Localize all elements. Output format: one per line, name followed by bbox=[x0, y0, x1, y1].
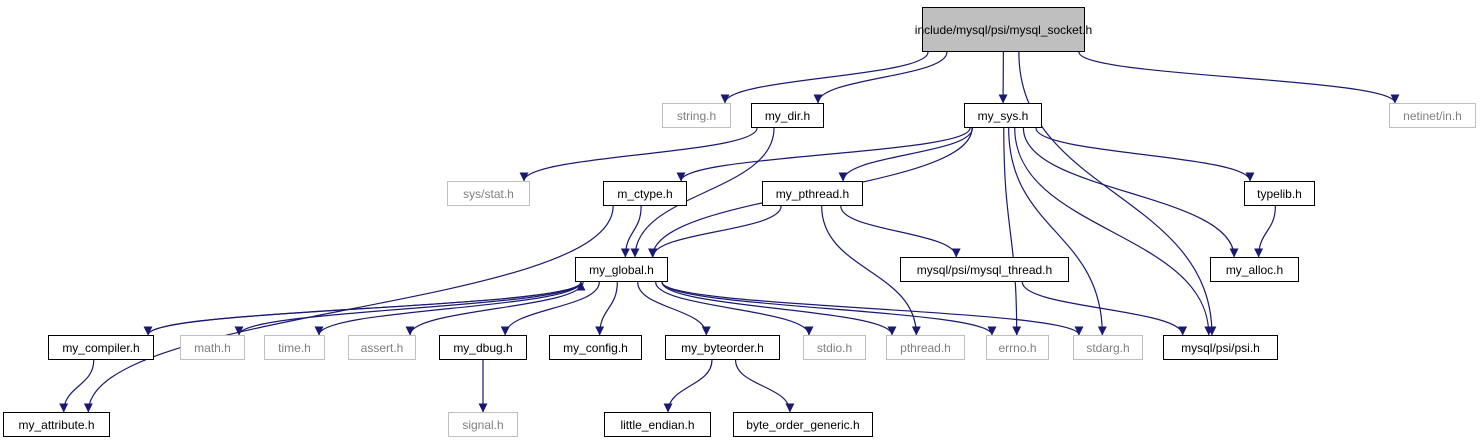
node-label: my_alloc.h bbox=[1225, 262, 1284, 277]
node-label: my_byteorder.h bbox=[681, 340, 764, 355]
edge-my-global-h-to-stdio-h bbox=[655, 281, 814, 336]
node-label: errno.h bbox=[998, 340, 1037, 355]
node-my-dir-h[interactable]: my_dir.h bbox=[751, 103, 824, 128]
node-label: math.h bbox=[194, 340, 231, 355]
edge-my-sys-h-to-my-alloc-h bbox=[1022, 127, 1239, 258]
node-label: my_pthread.h bbox=[775, 186, 850, 201]
edge-mysql-socket-h-to-string-h bbox=[720, 51, 929, 104]
node-my-global-h[interactable]: my_global.h bbox=[575, 257, 668, 282]
node-label: my_sys.h bbox=[977, 108, 1029, 123]
edge-my-global-h-to-my-dbug-h bbox=[500, 281, 600, 336]
node-mysql-socket-h[interactable]: include/mysql/psi/mysql_socket.h bbox=[915, 7, 1092, 52]
edge-my-sys-h-to-stdarg-h bbox=[1008, 127, 1107, 336]
node-sys-stat-h: sys/stat.h bbox=[447, 181, 530, 206]
edge-my-global-h-to-my-byteorder-h bbox=[637, 281, 711, 336]
edge-my-global-h-to-math-h bbox=[234, 281, 582, 336]
edge-my-sys-h-to-psi-h bbox=[1014, 127, 1214, 336]
node-label: my_attribute.h bbox=[18, 417, 95, 432]
node-signal-h: signal.h bbox=[448, 412, 518, 437]
node-mysql-thread-h[interactable]: mysql/psi/mysql_thread.h bbox=[900, 257, 1069, 282]
node-label: my_dbug.h bbox=[453, 340, 513, 355]
edge-my-dir-h-to-sys-stat-h bbox=[519, 127, 758, 182]
node-label: assert.h bbox=[360, 340, 404, 355]
node-my-byteorder-h[interactable]: my_byteorder.h bbox=[665, 335, 780, 360]
edge-my-byteorder-h-to-little-endian-h bbox=[663, 359, 713, 413]
node-byte-order-generic-h[interactable]: byte_order_generic.h bbox=[733, 412, 873, 437]
node-label: stdio.h bbox=[816, 340, 853, 355]
node-label: mysql/psi/psi.h bbox=[1181, 340, 1260, 355]
edge-my-byteorder-h-to-byte-order-generic-h bbox=[734, 359, 795, 413]
edge-mysql-socket-h-to-psi-h bbox=[1018, 51, 1217, 336]
node-stdio-h: stdio.h bbox=[803, 335, 866, 360]
node-errno-h: errno.h bbox=[986, 335, 1049, 360]
node-label: my_global.h bbox=[589, 262, 654, 277]
node-label: signal.h bbox=[462, 417, 504, 432]
node-label: netinet/in.h bbox=[1403, 108, 1462, 123]
node-pthread-h: pthread.h bbox=[886, 335, 965, 360]
node-label: my_dir.h bbox=[764, 108, 811, 123]
node-string-h: string.h bbox=[662, 103, 731, 128]
node-my-config-h[interactable]: my_config.h bbox=[549, 335, 642, 360]
edge-typelib-h-to-my-alloc-h bbox=[1254, 205, 1276, 258]
edge-my-global-h-to-pthread-h bbox=[661, 281, 897, 336]
node-label: include/mysql/psi/mysql_socket.h bbox=[914, 22, 1093, 37]
edge-my-pthread-h-to-pthread-h bbox=[821, 205, 921, 336]
edge-mysql-socket-h-to-netinet-in-h bbox=[1078, 51, 1400, 104]
node-label: sys/stat.h bbox=[463, 186, 514, 201]
node-label: m_ctype.h bbox=[617, 186, 673, 201]
node-my-sys-h[interactable]: my_sys.h bbox=[964, 103, 1042, 128]
node-label: string.h bbox=[676, 108, 717, 123]
node-time-h: time.h bbox=[264, 335, 325, 360]
dependency-edges bbox=[59, 51, 1400, 413]
node-my-compiler-h[interactable]: my_compiler.h bbox=[48, 335, 154, 360]
edge-my-global-h-to-assert-h bbox=[405, 281, 584, 336]
node-label: byte_order_generic.h bbox=[746, 417, 860, 432]
node-label: time.h bbox=[278, 340, 311, 355]
node-my-alloc-h[interactable]: my_alloc.h bbox=[1210, 257, 1299, 282]
edge-my-pthread-h-to-mysql-thread-h bbox=[840, 205, 961, 258]
node-m-ctype-h[interactable]: m_ctype.h bbox=[603, 181, 687, 206]
node-my-pthread-h[interactable]: my_pthread.h bbox=[762, 181, 863, 206]
node-label: typelib.h bbox=[1257, 186, 1302, 201]
node-netinet-in-h: netinet/in.h bbox=[1389, 103, 1476, 128]
edge-my-compiler-h-to-my-global-h bbox=[147, 281, 586, 336]
edge-my-sys-h-to-typelib-h bbox=[1035, 127, 1255, 182]
node-assert-h: assert.h bbox=[348, 335, 416, 360]
node-stdarg-h: stdarg.h bbox=[1073, 335, 1143, 360]
edge-my-global-h-to-errno-h bbox=[661, 281, 997, 336]
edge-my-sys-h-to-errno-h bbox=[1003, 127, 1022, 336]
node-label: mysql/psi/mysql_thread.h bbox=[916, 262, 1053, 277]
edge-my-pthread-h-to-my-global-h bbox=[648, 205, 782, 258]
edge-mysql-socket-h-to-my-dir-h bbox=[813, 51, 948, 104]
node-label: stdarg.h bbox=[1086, 340, 1130, 355]
node-label: pthread.h bbox=[900, 340, 951, 355]
edge-my-sys-h-to-m-ctype-h bbox=[676, 127, 971, 182]
edge-m-ctype-h-to-my-global-h bbox=[620, 205, 642, 258]
node-label: my_compiler.h bbox=[62, 340, 140, 355]
node-my-attribute-h[interactable]: my_attribute.h bbox=[3, 412, 110, 437]
node-psi-h[interactable]: mysql/psi/psi.h bbox=[1163, 335, 1278, 360]
node-my-dbug-h[interactable]: my_dbug.h bbox=[439, 335, 527, 360]
node-label: my_config.h bbox=[563, 340, 628, 355]
edge-my-dir-h-to-my-global-h bbox=[630, 127, 775, 258]
edge-my-global-h-to-my-config-h bbox=[595, 281, 618, 336]
edge-my-compiler-h-to-my-attribute-h bbox=[59, 359, 95, 413]
edge-my-global-h-to-time-h bbox=[314, 281, 582, 336]
edge-my-global-h-to-stdarg-h bbox=[661, 281, 1084, 336]
node-label: little_endian.h bbox=[620, 417, 695, 432]
edge-my-sys-h-to-my-pthread-h bbox=[838, 127, 974, 182]
node-little-endian-h[interactable]: little_endian.h bbox=[604, 412, 711, 437]
node-typelib-h[interactable]: typelib.h bbox=[1244, 181, 1315, 206]
node-math-h: math.h bbox=[180, 335, 245, 360]
edge-mysql-thread-h-to-psi-h bbox=[1021, 281, 1188, 336]
